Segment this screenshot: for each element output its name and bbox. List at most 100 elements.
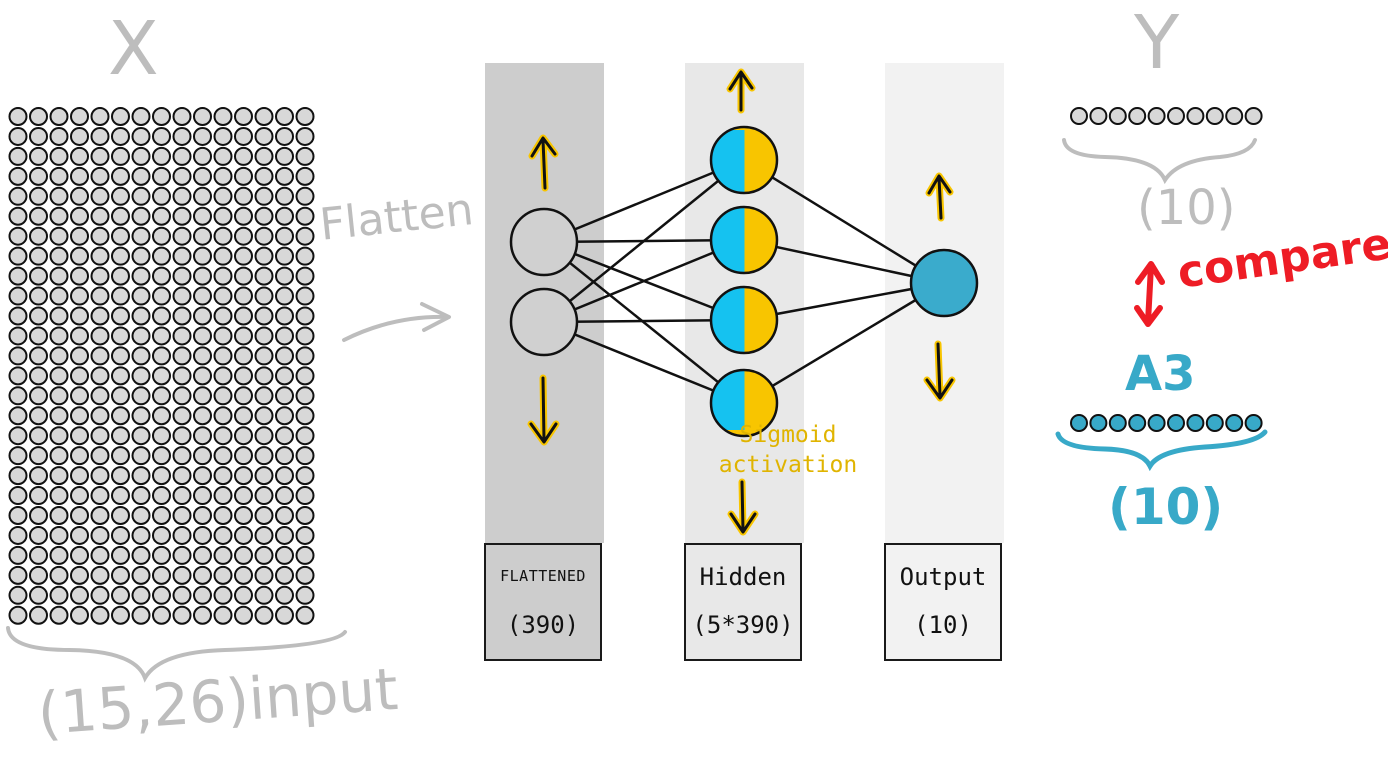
input-pixel-dot xyxy=(193,426,212,446)
compare-arrow-icon xyxy=(1134,261,1165,327)
input-pixel-dot xyxy=(90,166,110,186)
prediction-unit-dot xyxy=(1244,414,1263,432)
input-pixel-dot xyxy=(295,206,315,226)
input-pixel-dot xyxy=(152,605,171,625)
input-pixel-dot xyxy=(131,366,151,386)
input-pixel-dot xyxy=(90,525,110,545)
input-pixel-dot xyxy=(193,286,212,306)
input-pixel-dot xyxy=(90,306,110,326)
input-pixel-dot xyxy=(90,286,110,306)
input-pixel-dot xyxy=(152,346,171,366)
input-pixel-dot xyxy=(111,246,130,266)
input-pixel-dot xyxy=(234,525,253,545)
input-pixel-dot xyxy=(193,545,212,565)
input-pixel-dot xyxy=(70,146,89,166)
input-pixel-dot xyxy=(70,605,89,625)
hidden-node xyxy=(709,125,779,195)
input-pixel-dot xyxy=(111,585,130,605)
input-pixel-dot xyxy=(152,406,171,426)
layer-name: Output xyxy=(899,563,987,591)
input-pixel-dot xyxy=(295,186,315,206)
input-pixel-dot xyxy=(152,186,171,206)
input-pixel-dot xyxy=(295,506,315,525)
input-pixel-dot xyxy=(234,585,253,605)
arrow-down-icon xyxy=(923,340,956,402)
input-pixel-dot xyxy=(172,605,192,625)
input-pixel-dot xyxy=(172,545,192,565)
input-pixel-dot xyxy=(275,406,294,426)
input-pixel-dot xyxy=(152,466,171,486)
flatten-node xyxy=(509,207,579,277)
input-pixel-dot xyxy=(152,126,171,146)
input-pixel-dot xyxy=(29,506,48,525)
input-pixel-dot xyxy=(152,506,171,525)
input-pixel-dot xyxy=(193,466,212,486)
input-pixel-dot xyxy=(275,346,294,366)
input-pixel-dot xyxy=(152,525,171,545)
input-pixel-dot xyxy=(8,486,28,506)
input-pixel-dot xyxy=(234,326,253,346)
input-pixel-dot xyxy=(193,186,212,206)
input-pixel-dot xyxy=(131,146,151,166)
input-pixel-dot xyxy=(111,525,130,545)
target-unit-dot xyxy=(1108,107,1127,125)
input-pixel-dot xyxy=(111,426,130,446)
layer-size: (10) xyxy=(914,611,972,639)
input-pixel-dot xyxy=(234,366,253,386)
input-pixel-dot xyxy=(70,426,89,446)
input-pixel-dot xyxy=(254,226,274,246)
target-unit-dot xyxy=(1167,107,1185,125)
input-pixel-dot xyxy=(29,605,48,625)
input-pixel-dot xyxy=(295,366,315,386)
layer-size: (390) xyxy=(506,611,580,639)
input-pixel-dot xyxy=(8,525,28,545)
input-pixel-dot xyxy=(193,346,212,366)
input-pixel-dot xyxy=(275,585,294,605)
input-pixel-dot xyxy=(29,326,48,346)
input-pixel-dot xyxy=(234,486,253,506)
input-pixel-dot xyxy=(172,426,192,446)
prediction-unit-dot xyxy=(1225,414,1244,432)
input-pixel-dot xyxy=(131,406,151,426)
input-pixel-dot xyxy=(172,226,192,246)
input-pixel-dot xyxy=(90,386,110,406)
input-pixel-dot xyxy=(131,486,151,506)
input-pixel-dot xyxy=(152,585,171,605)
input-pixel-dot xyxy=(172,186,192,206)
target-unit-dot xyxy=(1070,107,1088,125)
input-pixel-dot xyxy=(295,386,315,406)
input-pixel-dot xyxy=(70,306,89,326)
input-pixel-dot xyxy=(111,146,130,166)
input-pixel-dot xyxy=(131,226,151,246)
input-pixel-dot xyxy=(131,525,151,545)
input-pixel-dot xyxy=(70,107,89,126)
input-pixel-dot xyxy=(49,166,69,186)
input-pixel-dot xyxy=(234,506,253,525)
input-pixel-dot xyxy=(8,286,28,306)
input-pixel-dot xyxy=(90,206,110,226)
input-pixel-dot xyxy=(295,426,315,446)
input-pixel-dot xyxy=(90,426,110,446)
input-pixel-dot xyxy=(254,366,274,386)
input-pixel-dot xyxy=(254,326,274,346)
input-pixel-dot xyxy=(193,107,212,126)
input-pixel-dot xyxy=(275,486,294,506)
input-pixel-dot xyxy=(254,246,274,266)
target-unit-dot xyxy=(1244,107,1263,125)
input-pixel-dot xyxy=(70,326,89,346)
input-pixel-dot xyxy=(254,545,274,565)
input-pixel-dot xyxy=(234,545,253,565)
input-pixel-dot xyxy=(213,525,233,545)
input-pixel-dot xyxy=(70,565,89,585)
prediction-unit-dot xyxy=(1089,414,1108,432)
input-pixel-dot xyxy=(213,406,233,426)
input-pixel-dot xyxy=(234,386,253,406)
input-pixel-dot xyxy=(8,386,28,406)
input-pixel-dot xyxy=(295,107,315,126)
flatten-layer-box: FLATTENED (390) xyxy=(484,543,602,661)
input-pixel-dot xyxy=(111,326,130,346)
layer-name: FLATTENED xyxy=(500,567,586,585)
input-pixel-dot xyxy=(172,406,192,426)
activation-note-line: activation xyxy=(718,452,858,478)
arrow-down-icon xyxy=(727,478,759,536)
